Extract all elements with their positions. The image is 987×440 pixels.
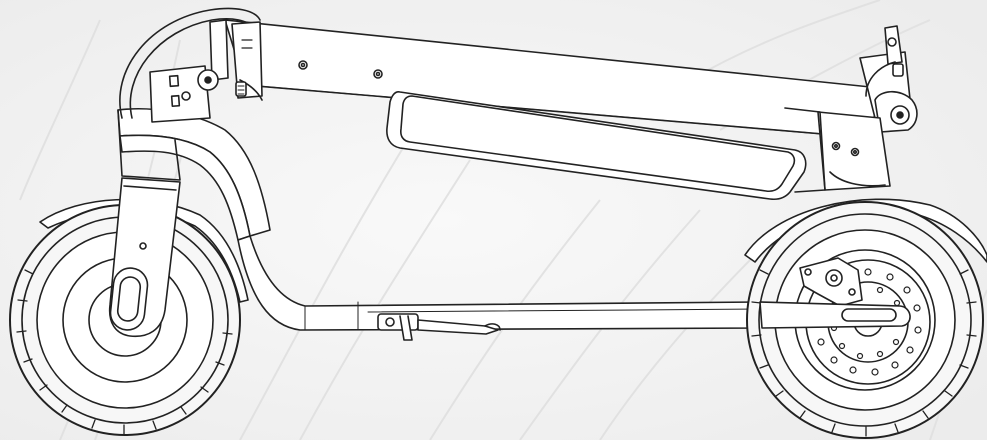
kickstand [377, 313, 501, 341]
rear-block-bolts [831, 141, 860, 157]
battery-pack [386, 91, 807, 201]
brake-caliper [799, 257, 863, 307]
stem-bolts [298, 60, 383, 79]
deck [237, 235, 763, 331]
handlebar-loop [119, 7, 261, 119]
fork-bolt [139, 242, 147, 250]
fork-axle-slot [109, 267, 149, 331]
brake-lever-right [859, 25, 918, 147]
folding-latch [149, 19, 263, 123]
